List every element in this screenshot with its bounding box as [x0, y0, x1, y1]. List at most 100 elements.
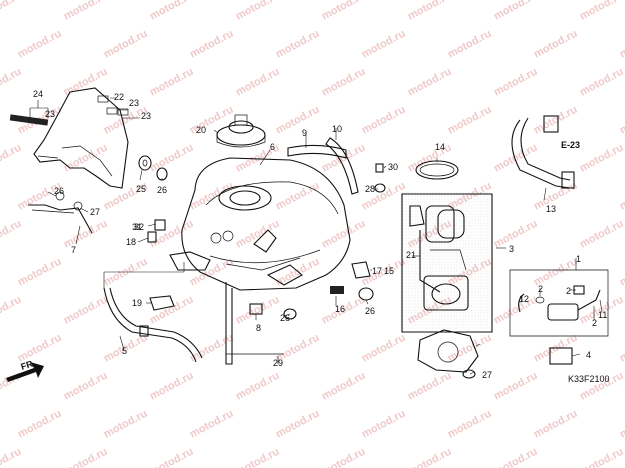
- watermark-text: motod.ru: [0, 66, 24, 99]
- watermark-text: motod.ru: [320, 66, 368, 99]
- callout-31: 31: [132, 222, 142, 232]
- watermark-text: motod.ru: [16, 408, 64, 441]
- diagram-code: K33F2100: [568, 374, 610, 384]
- watermark-text: motod.ru: [492, 0, 540, 23]
- callout-13: 13: [546, 204, 556, 214]
- watermark-text: motod.ru: [320, 446, 368, 468]
- watermark-text: motod.ru: [618, 408, 625, 441]
- watermark-text: motod.ru: [234, 294, 282, 327]
- watermark-text: motod.ru: [16, 256, 64, 289]
- fuel-cap: [216, 114, 266, 148]
- watermark-text: motod.ru: [618, 180, 625, 213]
- watermark-text: motod.ru: [0, 294, 24, 327]
- watermark-text: motod.ru: [234, 66, 282, 99]
- stay-bracket: [28, 191, 93, 234]
- callout-7: 7: [71, 245, 76, 255]
- watermark-text: motod.ru: [234, 0, 282, 23]
- drain-hose: [103, 287, 197, 363]
- watermark-text: motod.ru: [618, 104, 625, 137]
- watermark-text: motod.ru: [618, 256, 625, 289]
- watermark-text: motod.ru: [446, 104, 494, 137]
- watermark-text: motod.ru: [62, 294, 110, 327]
- callout-2: 2: [592, 318, 597, 328]
- watermark-text: motod.ru: [188, 28, 236, 61]
- watermark-text: motod.ru: [102, 28, 150, 61]
- watermark-text: motod.ru: [492, 66, 540, 99]
- watermark-text: motod.ru: [360, 332, 408, 365]
- watermark-text: motod.ru: [274, 408, 322, 441]
- watermark-text: motod.ru: [234, 370, 282, 403]
- callout-23: 23: [45, 109, 55, 119]
- watermark-text: motod.ru: [0, 142, 24, 175]
- watermark-text: motod.ru: [406, 66, 454, 99]
- watermark-text: motod.ru: [148, 66, 196, 99]
- callout-2: 2: [566, 286, 571, 296]
- watermark-text: motod.ru: [492, 446, 540, 468]
- watermark-text: motod.ru: [446, 28, 494, 61]
- ref-label: E-23: [561, 140, 580, 150]
- watermark-text: motod.ru: [532, 28, 580, 61]
- watermark-text: motod.ru: [406, 0, 454, 23]
- watermark-text: motod.ru: [148, 142, 196, 175]
- callout-25: 25: [136, 184, 146, 194]
- front-direction-arrow: [6, 362, 44, 382]
- watermark-text: motod.ru: [406, 142, 454, 175]
- watermark-text: motod.ru: [274, 28, 322, 61]
- direction-label: FR.: [20, 358, 37, 372]
- callout-6: 6: [270, 142, 275, 152]
- watermark-text: motod.ru: [188, 104, 236, 137]
- callout-21: 21: [406, 250, 416, 260]
- callout-12: 12: [519, 294, 529, 304]
- callout-17: 17: [372, 266, 382, 276]
- tank-seal-rear: [325, 137, 359, 195]
- callout-28: 28: [365, 184, 375, 194]
- callout-23: 23: [141, 111, 151, 121]
- callout-26: 26: [365, 306, 375, 316]
- callout-5: 5: [122, 346, 127, 356]
- watermark-text: motod.ru: [492, 218, 540, 251]
- callout-26: 26: [54, 186, 64, 196]
- watermark-text: motod.ru: [188, 408, 236, 441]
- watermark-text: motod.ru: [0, 446, 24, 468]
- callout-11: 11: [598, 310, 607, 320]
- fuel-pump-assembly: [400, 192, 493, 333]
- breather-hose: [225, 282, 233, 365]
- watermark-text: motod.ru: [578, 446, 625, 468]
- watermark-text: motod.ru: [578, 218, 625, 251]
- callout-20: 20: [196, 125, 206, 135]
- watermark-text: motod.ru: [360, 408, 408, 441]
- callout-16: 16: [335, 304, 345, 314]
- tank-front-cover: [9, 87, 129, 189]
- watermark-text: motod.ru: [148, 370, 196, 403]
- callout-8: 8: [256, 323, 261, 333]
- callout-10: 10: [332, 124, 342, 134]
- callout-27: 27: [90, 207, 100, 217]
- damper: [330, 286, 344, 294]
- watermark-text: motod.ru: [618, 28, 625, 61]
- watermark-text: motod.ru: [446, 332, 494, 365]
- watermark-text: motod.ru: [102, 408, 150, 441]
- callout-24: 24: [33, 89, 43, 99]
- watermark-text: motod.ru: [274, 104, 322, 137]
- callout-26: 26: [280, 313, 290, 323]
- watermark-text: motod.ru: [62, 0, 110, 23]
- watermark-text: motod.ru: [618, 332, 625, 365]
- callout-23: 23: [129, 98, 139, 108]
- callout-22: 22: [114, 92, 124, 102]
- watermark-text: motod.ru: [320, 218, 368, 251]
- watermark-text: motod.ru: [492, 370, 540, 403]
- watermark-text: motod.ru: [406, 446, 454, 468]
- callout-32: 32: [134, 222, 144, 232]
- watermark-text: motod.ru: [320, 370, 368, 403]
- watermark-text: motod.ru: [492, 142, 540, 175]
- watermark-text: motod.ru: [578, 142, 625, 175]
- watermark-text: motod.ru: [578, 0, 625, 23]
- callout-4: 4: [586, 350, 591, 360]
- watermark-text: motod.ru: [234, 446, 282, 468]
- callout-15: 15: [384, 266, 394, 276]
- watermark-text: motod.ru: [16, 28, 64, 61]
